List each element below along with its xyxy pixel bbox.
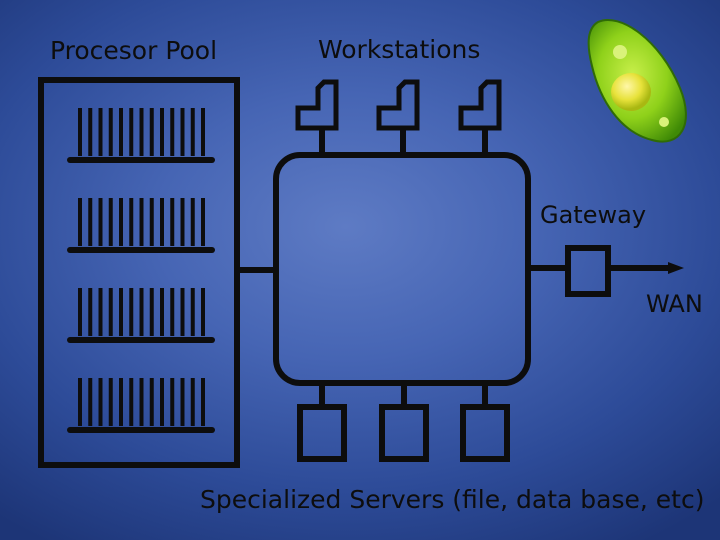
square-server-icon <box>297 383 347 462</box>
wan-label: WAN <box>646 290 703 318</box>
workstations-label: Workstations <box>318 35 481 64</box>
servers-label: Specialized Servers (file, data base, et… <box>200 485 705 514</box>
arrow-right-icon <box>668 262 684 274</box>
processor-pool-label: Procesor Pool <box>50 36 218 65</box>
processor-racks <box>67 108 215 433</box>
processor-pool-cabinet <box>38 77 240 468</box>
workstation-icon <box>295 79 339 155</box>
workstation-icon <box>376 79 420 155</box>
square-gateway-icon <box>565 245 611 297</box>
gateway-label: Gateway <box>540 201 647 229</box>
processor-rack <box>67 288 215 343</box>
square-server-icon <box>460 383 510 462</box>
green-leaf-logo-icon <box>587 19 687 143</box>
square-server-icon <box>379 383 429 462</box>
servers-group <box>297 383 510 462</box>
processor-rack <box>67 198 215 253</box>
network-bus <box>273 152 531 386</box>
processor-rack <box>67 378 215 433</box>
processor-rack <box>67 108 215 163</box>
workstation-icon <box>458 79 502 155</box>
workstations-group <box>295 79 502 155</box>
